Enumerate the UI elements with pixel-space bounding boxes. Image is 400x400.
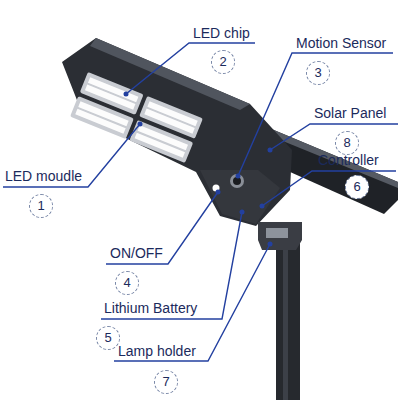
- part-name: LED moudle: [5, 168, 82, 184]
- part-name: ON/OFF: [110, 245, 163, 261]
- pole-shine: [283, 228, 288, 400]
- part-name: Controller: [318, 152, 379, 168]
- callout-circle: 6: [345, 175, 369, 199]
- part-name: Solar Panel: [314, 105, 386, 121]
- lamp-holder-plate: [266, 228, 288, 238]
- callout-number: 2: [219, 55, 226, 69]
- callout-circle: 4: [115, 271, 139, 295]
- callout-number: 6: [353, 180, 360, 194]
- motion-sensor: [230, 174, 244, 188]
- callout-number: 4: [123, 276, 130, 290]
- callout-number: 5: [104, 331, 111, 345]
- callout-circle: 5: [96, 326, 120, 350]
- callout-number: 8: [343, 136, 350, 150]
- part-name: Motion Sensor: [296, 35, 386, 51]
- callout-number: 1: [37, 199, 44, 213]
- part-name: LED chip: [193, 25, 250, 41]
- lamp-holder: [258, 222, 302, 250]
- callout-circle: 8: [335, 131, 359, 155]
- leader-dots: [124, 92, 273, 247]
- part-name: Lithium Battery: [104, 300, 197, 316]
- callout-number: 3: [314, 66, 321, 80]
- callout-number: 7: [162, 375, 169, 389]
- callout-circle: 3: [306, 61, 330, 85]
- callout-circle: 2: [211, 50, 235, 74]
- part-name: Lamp holder: [118, 343, 196, 359]
- housing-body: [200, 170, 280, 224]
- pole: [276, 228, 300, 400]
- leader-lines: [3, 43, 398, 361]
- callout-circle: 1: [29, 194, 53, 218]
- callout-circle: 7: [154, 370, 178, 394]
